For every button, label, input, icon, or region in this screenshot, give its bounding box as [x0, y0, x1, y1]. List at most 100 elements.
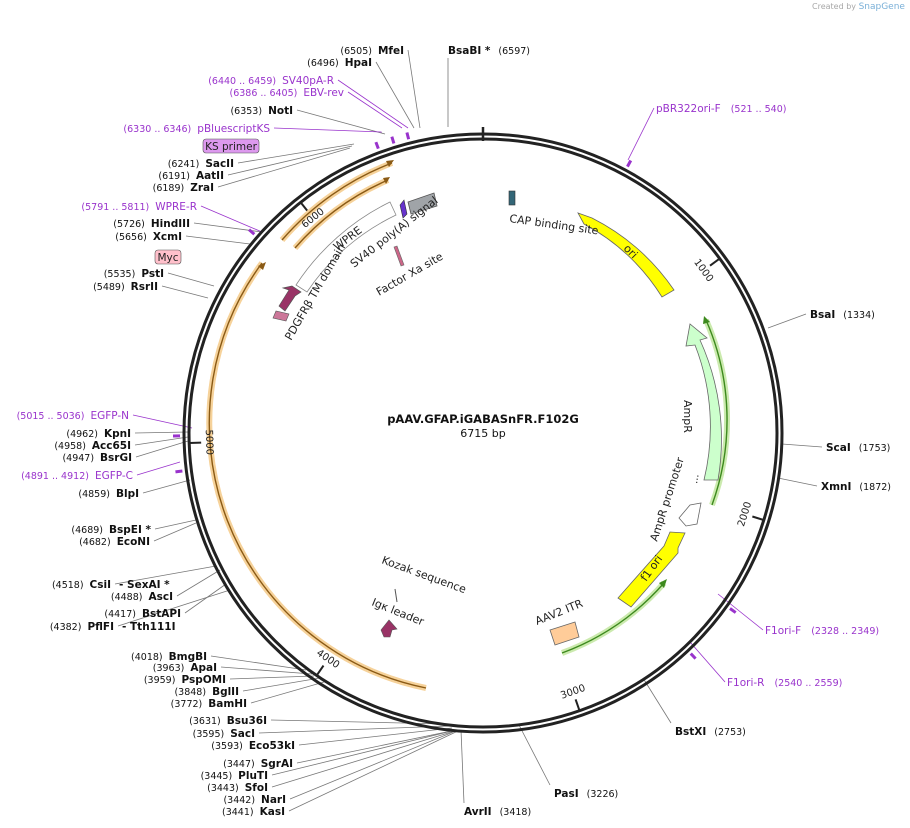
- enzyme-label[interactable]: ScaI(1753): [826, 442, 890, 454]
- enzyme-label[interactable]: PasI(3226): [554, 788, 618, 800]
- upper-arc-outer-arrowhead: [386, 160, 394, 167]
- leader-line: [298, 727, 453, 746]
- ks-primer-box: [202, 138, 260, 154]
- igk-leader-feature[interactable]: [380, 619, 398, 638]
- leader-line: [289, 729, 459, 800]
- leader-line: [258, 725, 451, 734]
- primer-label[interactable]: F1ori-R(2540 .. 2559): [727, 677, 842, 689]
- myc-feature-mark: [272, 310, 290, 322]
- ampr-feature[interactable]: [685, 323, 722, 481]
- primer-mark: [405, 132, 411, 140]
- primer-mark: [248, 228, 256, 236]
- enzyme-label[interactable]: (4947)BsrGI: [62, 452, 132, 464]
- enzyme-label[interactable]: (5535)PstI: [104, 268, 164, 280]
- enzyme-label[interactable]: (6353)NotI: [230, 105, 293, 117]
- leader-line: [407, 49, 421, 129]
- myc-label: Myc: [157, 252, 178, 264]
- tick-label: 2000: [736, 500, 754, 528]
- enzyme-label[interactable]: (4488)AscI: [111, 591, 173, 603]
- enzyme-label[interactable]: (5656)XcmI: [115, 231, 182, 243]
- enzyme-label[interactable]: (3441)KasI: [222, 806, 285, 818]
- primer-label[interactable]: pBR322ori-F(521 .. 540): [656, 103, 786, 115]
- wpre-feature[interactable]: [295, 201, 397, 293]
- enzyme-label[interactable]: (4518)CsiI: [52, 579, 111, 591]
- enzyme-label[interactable]: (4958)Acc65I: [54, 440, 131, 452]
- primer-mark: [390, 136, 396, 144]
- leader-line: [142, 479, 191, 494]
- aav2-itr-feature[interactable]: [549, 621, 580, 646]
- primer-mark: [626, 159, 633, 168]
- enzyme-label[interactable]: (3445)PluTI: [201, 770, 268, 782]
- f1-green-arc-arrowhead: [659, 579, 667, 588]
- enzyme-label[interactable]: (3443)SfoI: [207, 782, 268, 794]
- enzyme-label[interactable]: (3442)NarI: [223, 794, 286, 806]
- enzyme-label[interactable]: (3848)BglII: [174, 686, 239, 698]
- primer-label[interactable]: (6440 .. 6459)SV40pA-R: [208, 75, 334, 87]
- f1-green-arc-halo: [560, 581, 667, 656]
- enzyme-label[interactable]: BstXI(2753): [675, 726, 746, 738]
- enzyme-label[interactable]: (3772)BamHI: [171, 698, 247, 710]
- enzyme-label[interactable]: (6496)HpaI: [307, 57, 372, 69]
- enzyme-label-extra[interactable]: - Tth111I: [122, 621, 176, 633]
- enzyme-label[interactable]: BsaI(1334): [810, 309, 875, 321]
- primer-label[interactable]: F1ori-F(2328 .. 2349): [765, 625, 879, 637]
- myc-box: [154, 249, 182, 265]
- igk-leader-label: Igκ leader: [370, 596, 426, 629]
- leader-line: [288, 729, 461, 812]
- enzyme-label[interactable]: (4689)BspEI *: [71, 524, 151, 536]
- enzyme-label[interactable]: (3447)SgrAI: [223, 758, 293, 770]
- leader-line: [271, 729, 457, 776]
- leader-line: [210, 655, 307, 671]
- enzyme-label-extra[interactable]: - SexAI *: [119, 579, 170, 591]
- ampr-label: AmpR: [681, 400, 694, 433]
- enzyme-label[interactable]: (6191)AatII: [158, 170, 224, 182]
- leader-line: [375, 61, 415, 129]
- enzyme-label[interactable]: (4859)BlpI: [78, 488, 139, 500]
- ampr-promoter-feature[interactable]: [678, 502, 702, 527]
- enzyme-label[interactable]: (3595)SacI: [193, 728, 255, 740]
- cap-binding-site-feature[interactable]: [508, 190, 516, 206]
- leader-line: [176, 569, 221, 597]
- credit-prefix: Created by: [812, 2, 857, 11]
- f1-ori-feature[interactable]: [617, 531, 686, 608]
- leader-line: [134, 436, 189, 446]
- ampr-dots-label: ...: [689, 473, 701, 484]
- pdgfr-tm-feature[interactable]: [278, 285, 302, 312]
- primer-label[interactable]: (4891 .. 4912)EGFP-C: [21, 470, 133, 482]
- tick-mark: [315, 664, 325, 677]
- enzyme-label[interactable]: (4682)EcoNI: [79, 536, 150, 548]
- f1-green-arc: [561, 582, 665, 654]
- leader-line: [217, 147, 351, 188]
- factor-xa-feature[interactable]: [393, 245, 405, 267]
- leader-line: [135, 440, 189, 458]
- leader-line: [642, 677, 672, 724]
- enzyme-label[interactable]: AvrII(3418): [464, 806, 531, 818]
- enzyme-label[interactable]: (6505)MfeI: [340, 45, 404, 57]
- ampr-green-arc-arrowhead: [703, 316, 710, 324]
- ori-feature[interactable]: [577, 212, 675, 298]
- enzyme-label[interactable]: (6241)SacII: [168, 158, 234, 170]
- enzyme-label[interactable]: (5726)HindIII: [113, 218, 190, 230]
- primer-label[interactable]: (6330 .. 6346)pBluescriptKS: [123, 123, 270, 135]
- ampr-green-arc: [705, 319, 728, 506]
- primer-label[interactable]: (5015 .. 5036)EGFP-N: [17, 410, 129, 422]
- enzyme-label[interactable]: XmnI(1872): [821, 481, 891, 493]
- enzyme-label[interactable]: (3593)Eco53kI: [211, 740, 295, 752]
- primer-label[interactable]: (6386 .. 6405)EBV-rev: [230, 87, 345, 99]
- enzyme-label[interactable]: (5489)RsrII: [93, 281, 158, 293]
- primer-label[interactable]: (5791 .. 5811)WPRE-R: [81, 201, 197, 213]
- enzyme-label[interactable]: (4018)BmgBI: [131, 651, 207, 663]
- enzyme-label[interactable]: (4417)BstAPI: [104, 608, 181, 620]
- enzyme-label[interactable]: (4382)PflFI: [50, 621, 114, 633]
- leader-line: [296, 109, 386, 135]
- enzyme-label[interactable]: BsaBI *(6597): [448, 45, 530, 57]
- enzyme-label[interactable]: (3963)ApaI: [153, 662, 217, 674]
- enzyme-label[interactable]: (6189)ZraI: [153, 182, 214, 194]
- leader-line: [518, 724, 551, 786]
- enzyme-label[interactable]: (3959)PspOMI: [144, 674, 226, 686]
- enzyme-label[interactable]: (3631)Bsu36I: [189, 715, 267, 727]
- tick-marks: [189, 201, 765, 712]
- sv40-polya-feature[interactable]: [407, 192, 438, 215]
- leader-line: [237, 143, 355, 164]
- enzyme-label[interactable]: (4962)KpnI: [66, 428, 131, 440]
